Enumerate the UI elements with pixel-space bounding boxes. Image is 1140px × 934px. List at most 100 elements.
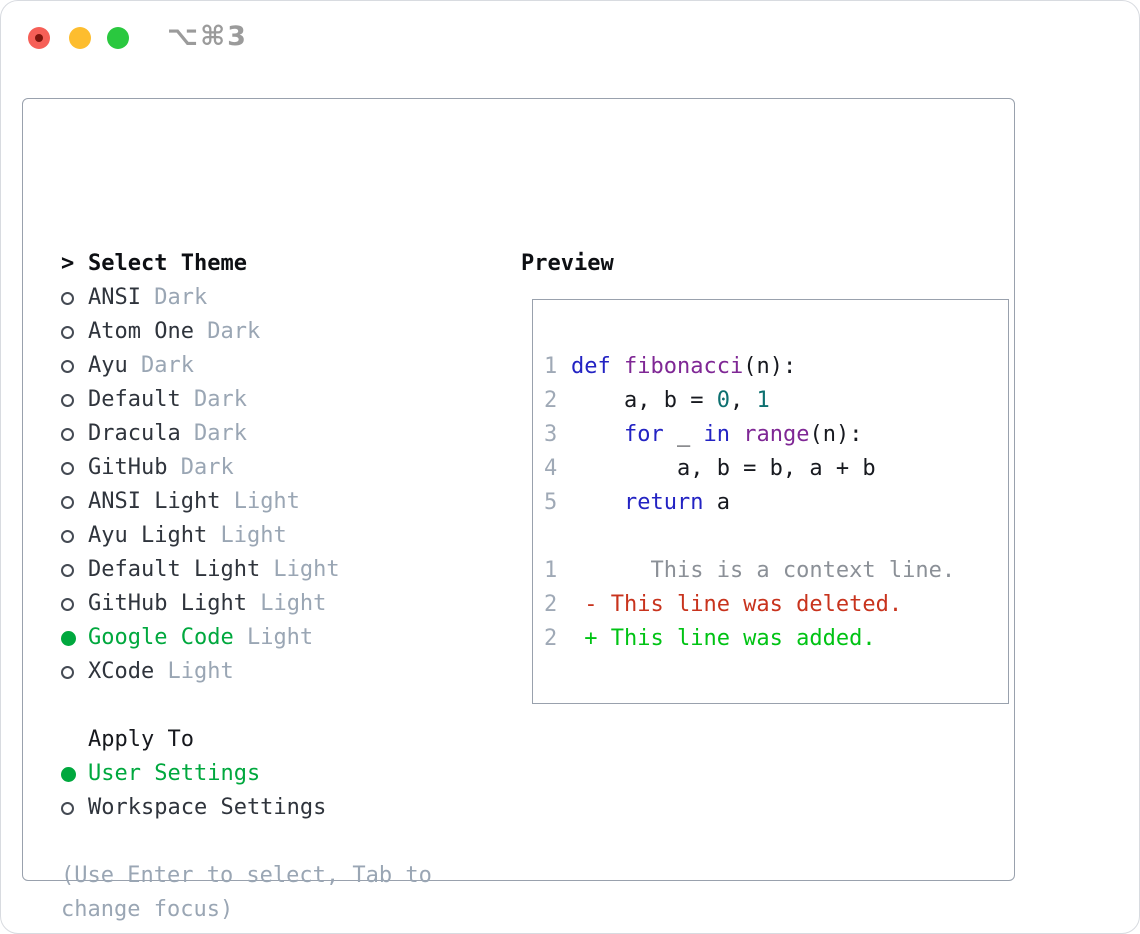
option-label: GitHub Light (88, 591, 247, 616)
radio-icon (61, 360, 74, 373)
radio-marker (61, 451, 88, 485)
radio-marker (61, 349, 88, 383)
footer-hint-line2: change focus) (61, 897, 234, 922)
code-token: def (571, 354, 611, 379)
close-button[interactable] (28, 27, 50, 49)
code-token: range (743, 422, 810, 447)
radio-marker (61, 621, 88, 655)
option-label: Workspace Settings (88, 795, 327, 820)
radio-icon (61, 598, 74, 611)
option-apply-workspace-settings[interactable]: Workspace Settings (61, 791, 432, 825)
option-variant-label: Dark (180, 387, 247, 412)
radio-marker (61, 281, 88, 315)
radio-icon (61, 530, 74, 543)
radio-selected-icon (61, 767, 76, 782)
radio-selected-icon (61, 631, 76, 646)
option-variant-label: Light (260, 557, 340, 582)
preview-code-line: 1 def fibonacci(n): (544, 350, 1008, 384)
radio-marker (61, 519, 88, 553)
code-token: , (729, 388, 757, 413)
code-token: (n): (809, 422, 863, 447)
line-number: 2 (544, 592, 558, 617)
option-label: Dracula (88, 421, 181, 446)
option-label: XCode (88, 659, 155, 684)
option-variant-label: Dark (140, 285, 208, 310)
spacer-row (61, 689, 432, 723)
radio-icon (61, 394, 74, 407)
option-theme-github-light-light[interactable]: GitHub Light Light (61, 587, 432, 621)
focus-cursor-icon: > (61, 251, 75, 276)
option-theme-default-dark[interactable]: Default Dark (61, 383, 432, 417)
code-token: (n): (743, 354, 797, 379)
option-theme-xcode-light[interactable]: XCode Light (61, 655, 432, 689)
option-theme-ansi-light-light[interactable]: ANSI Light Light (61, 485, 432, 519)
line-content: for _ in range(n): (571, 422, 862, 447)
code-token (611, 354, 624, 379)
code-token: in (703, 422, 730, 447)
select-theme-header: >Select Theme (61, 247, 432, 281)
code-token (571, 422, 624, 447)
option-theme-google-code-light[interactable]: Google Code Light (61, 621, 432, 655)
code-token: fibonacci (624, 354, 744, 379)
radio-icon (61, 462, 74, 475)
minimize-button[interactable] (69, 27, 91, 49)
option-theme-github-dark[interactable]: GitHub Dark (61, 451, 432, 485)
code-token: 0 (716, 388, 730, 413)
preview-code-line: 1 This is a context line. (544, 554, 1008, 588)
option-theme-atom-one-dark[interactable]: Atom One Dark (61, 315, 432, 349)
option-label: Ayu (88, 353, 128, 378)
radio-icon (61, 564, 74, 577)
line-number: 5 (544, 490, 558, 515)
preview-code-line: 5 return a (544, 486, 1008, 520)
option-label: GitHub (88, 455, 168, 480)
window-title-shortcut: ⌥⌘3 (167, 21, 248, 52)
option-variant-label: Dark (167, 455, 234, 480)
apply-to-header: Apply To (61, 723, 432, 757)
option-theme-ansi-dark[interactable]: ANSI Dark (61, 281, 432, 315)
line-content: a, b = 0, 1 (571, 388, 770, 413)
preview-code-line: 3 for _ in range(n): (544, 418, 1008, 452)
code-token: - This line was deleted. (571, 592, 903, 617)
preview-code-line (544, 520, 1008, 554)
line-content: - This line was deleted. (571, 592, 902, 617)
radio-marker (61, 587, 88, 621)
code-token: for (623, 422, 664, 447)
radio-marker (61, 485, 88, 519)
spacer-row (61, 825, 432, 859)
preview-code-line: 2 - This line was deleted. (544, 588, 1008, 622)
option-theme-dracula-dark[interactable]: Dracula Dark (61, 417, 432, 451)
option-theme-ayu-light-light[interactable]: Ayu Light Light (61, 519, 432, 553)
option-theme-ayu-dark[interactable]: Ayu Dark (61, 349, 432, 383)
line-number: 3 (544, 422, 558, 447)
code-token: _ (663, 422, 704, 447)
code-token: 1 (756, 388, 770, 413)
apply-to-title: Apply To (88, 727, 194, 752)
option-label: Google Code (88, 625, 234, 650)
option-label: Default Light (88, 557, 261, 582)
radio-marker (61, 383, 88, 417)
line-number: 1 (544, 558, 558, 583)
radio-marker (61, 553, 88, 587)
code-token: a, b = (571, 388, 717, 413)
line-number: 1 (544, 354, 558, 379)
option-variant-label: Light (207, 523, 287, 548)
line-number: 4 (544, 456, 558, 481)
line-content: + This line was added. (571, 626, 875, 651)
option-theme-default-light-light[interactable]: Default Light Light (61, 553, 432, 587)
footer-hint-line1: (Use Enter to select, Tab to (61, 863, 432, 888)
radio-marker (61, 655, 88, 689)
option-apply-user-settings[interactable]: User Settings (61, 757, 432, 791)
option-variant-label: Dark (127, 353, 194, 378)
radio-icon (61, 292, 74, 305)
preview-title: Preview (521, 251, 614, 276)
radio-marker (61, 757, 88, 791)
line-content: def fibonacci(n): (571, 354, 796, 379)
code-token: a, b = b, a + b (571, 456, 876, 481)
option-label: Ayu Light (88, 523, 208, 548)
zoom-button[interactable] (107, 27, 129, 49)
